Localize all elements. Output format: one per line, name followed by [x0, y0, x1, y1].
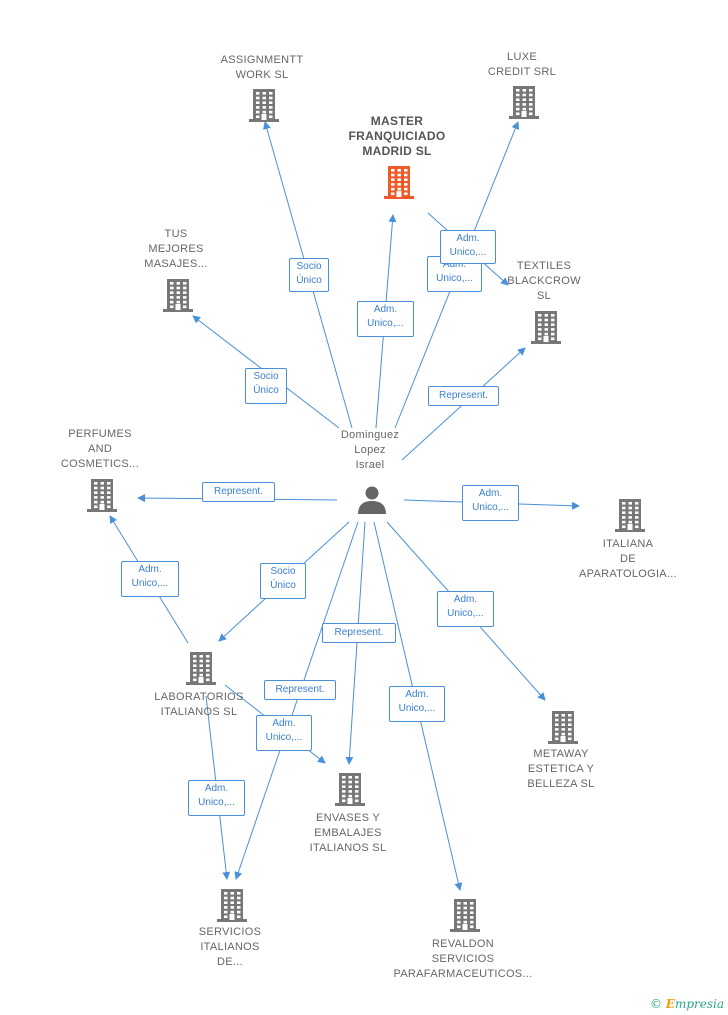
building-icon[interactable]: [249, 89, 279, 122]
company-label-textiles[interactable]: TEXTILES BLACKCROW SL: [507, 260, 581, 302]
company-label-perfumes[interactable]: PERFUMES AND COSMETICS...: [60, 428, 140, 470]
building-icon[interactable]: [163, 279, 193, 312]
empresia-logo: © Empresia: [649, 997, 724, 1011]
edge-label-person-assignmentt[interactable]: Socio Único: [289, 258, 329, 292]
company-label-servicios[interactable]: SERVICIOS ITALIANOS DE...: [198, 926, 262, 968]
edge-label-person-revaldon[interactable]: Adm. Unico,...: [389, 686, 445, 722]
edge-label-person-envases[interactable]: Represent.: [322, 623, 396, 643]
edge-label-person-italiana[interactable]: Adm. Unico,...: [462, 485, 519, 521]
company-label-laboratorios[interactable]: LABORATORIOS ITALIANOS SL: [154, 691, 244, 718]
company-label-envases[interactable]: ENVASES Y EMBALAJES ITALIANOS SL: [309, 812, 387, 854]
edge-label-person-laboratorios[interactable]: Socio Único: [260, 563, 306, 599]
person-label[interactable]: Dominguez Lopez Israel: [340, 429, 400, 471]
building-icon[interactable]: [509, 86, 539, 119]
edge-label-person-servicios[interactable]: Represent.: [264, 680, 336, 700]
edge-label-laboratorios-perfumes[interactable]: Adm. Unico,...: [121, 561, 179, 597]
building-icon[interactable]: [531, 311, 561, 344]
company-label-metaway[interactable]: METAWAY ESTETICA Y BELLEZA SL: [527, 748, 595, 790]
edge-label-person-metaway[interactable]: Adm. Unico,...: [437, 591, 494, 627]
edge-label-laboratorios-envases[interactable]: Adm. Unico,...: [256, 715, 312, 751]
building-icon[interactable]: [450, 899, 480, 932]
building-icon[interactable]: [548, 711, 578, 744]
company-label-italiana[interactable]: ITALIANA DE APARATOLOGIA...: [578, 538, 678, 580]
company-label-assignmentt[interactable]: ASSIGNMENTT WORK SL: [220, 54, 304, 81]
edge-label-person-tus[interactable]: Socio Único: [245, 368, 287, 404]
company-label-luxe[interactable]: LUXE CREDIT SRL: [487, 51, 557, 78]
building-icon[interactable]: [384, 166, 414, 199]
person-icon[interactable]: [358, 486, 386, 515]
edge-label-person-master[interactable]: Adm. Unico,...: [357, 301, 414, 337]
edge-label-master-textiles[interactable]: Adm. Unico,...: [440, 230, 496, 264]
building-icon[interactable]: [87, 479, 117, 512]
building-icon[interactable]: [335, 773, 365, 806]
company-label-tus[interactable]: TUS MEJORES MASAJES...: [144, 228, 208, 270]
edge-person-envases: [345, 521, 366, 765]
edge-label-person-textiles[interactable]: Represent.: [428, 386, 499, 406]
building-icon[interactable]: [217, 889, 247, 922]
edge-label-laboratorios-servicios[interactable]: Adm. Unico,...: [188, 780, 245, 816]
company-label-revaldon[interactable]: REVALDON SERVICIOS PARAFARMACEUTICOS...: [393, 938, 533, 980]
edge-label-person-perfumes[interactable]: Represent.: [202, 482, 275, 502]
building-icon[interactable]: [186, 652, 216, 685]
building-icon[interactable]: [615, 499, 645, 532]
company-label-master[interactable]: MASTER FRANQUICIADO MADRID SL: [348, 114, 446, 158]
edge-person-servicios: [234, 521, 359, 880]
